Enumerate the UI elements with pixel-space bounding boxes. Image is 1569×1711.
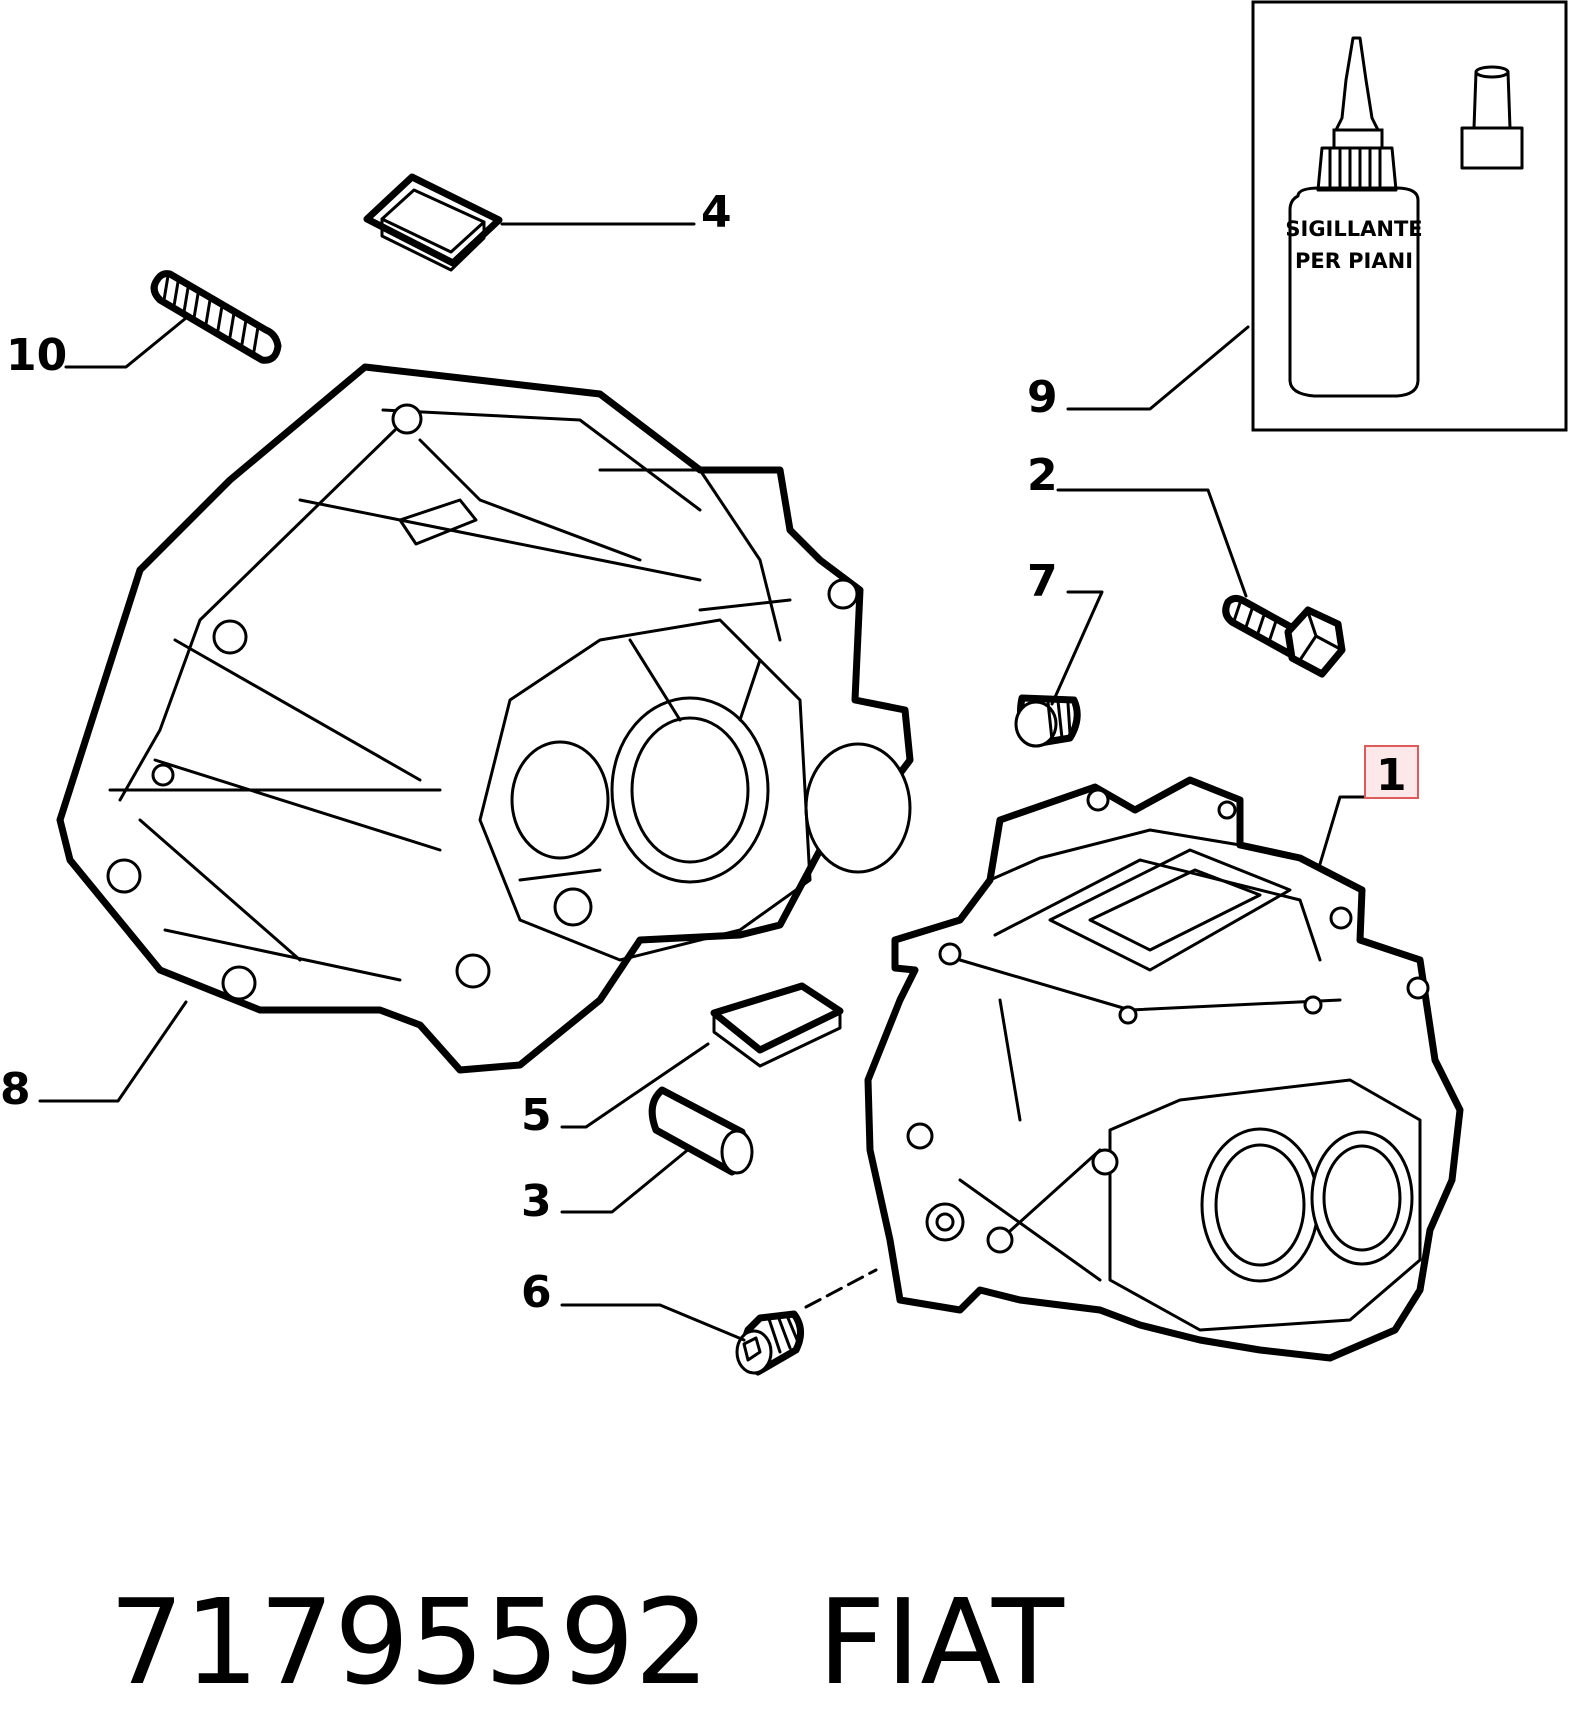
leader-8 — [38, 1000, 188, 1103]
part-number: 71795592 — [109, 1573, 710, 1711]
brand-name: FIAT — [817, 1573, 1064, 1711]
leader-9 — [1066, 325, 1250, 411]
callout-3: 3 — [521, 1176, 552, 1227]
leader-10 — [64, 316, 188, 369]
leader-2 — [1056, 488, 1248, 598]
callout-5: 5 — [521, 1090, 552, 1141]
callout-1-highlight — [1364, 745, 1419, 799]
part-2-bolt-icon — [1222, 594, 1346, 678]
exploded-parts-diagram: SIGILLANTE PER PIANI — [0, 0, 1568, 1376]
leader-lines — [38, 222, 1367, 1342]
leader-6 — [560, 1303, 746, 1342]
part-8-clutch-housing-icon — [56, 363, 914, 1074]
callout-7: 7 — [1027, 556, 1058, 607]
leader-1 — [1318, 795, 1367, 866]
sealant-cap-icon — [1460, 65, 1524, 170]
callout-8: 8 — [0, 1064, 31, 1115]
leader-7 — [1050, 590, 1104, 706]
callout-9: 9 — [1027, 372, 1058, 423]
callout-4: 4 — [701, 187, 732, 238]
sealant-label-line2: PER PIANI — [1295, 249, 1413, 273]
callout-1: 1 — [1376, 750, 1407, 801]
leader-5 — [560, 1042, 710, 1129]
sealant-inset: SIGILLANTE PER PIANI — [1251, 0, 1568, 432]
part-10-stud-icon — [150, 270, 282, 364]
part-footer: 71795592 FIAT — [34, 1435, 1064, 1711]
part-7-plug-icon — [1014, 694, 1081, 748]
sealant-bottle-icon: SIGILLANTE PER PIANI — [1285, 36, 1423, 398]
part-1-gearbox-housing-icon — [864, 776, 1464, 1362]
sealant-label-line1: SIGILLANTE — [1285, 217, 1422, 241]
part-4-plug-icon — [363, 173, 503, 272]
callout-2: 2 — [1027, 450, 1058, 501]
callout-10: 10 — [6, 330, 67, 381]
part-3-pin-icon — [648, 1086, 754, 1176]
inset-frame — [1251, 0, 1568, 432]
part-5-plate-icon — [710, 982, 844, 1068]
part-6-threaded-plug-icon — [735, 1268, 878, 1376]
leader-3 — [560, 1146, 692, 1214]
callout-6: 6 — [521, 1267, 552, 1318]
callout-labels: 1 2 3 4 5 6 7 8 9 10 — [0, 187, 1419, 1318]
